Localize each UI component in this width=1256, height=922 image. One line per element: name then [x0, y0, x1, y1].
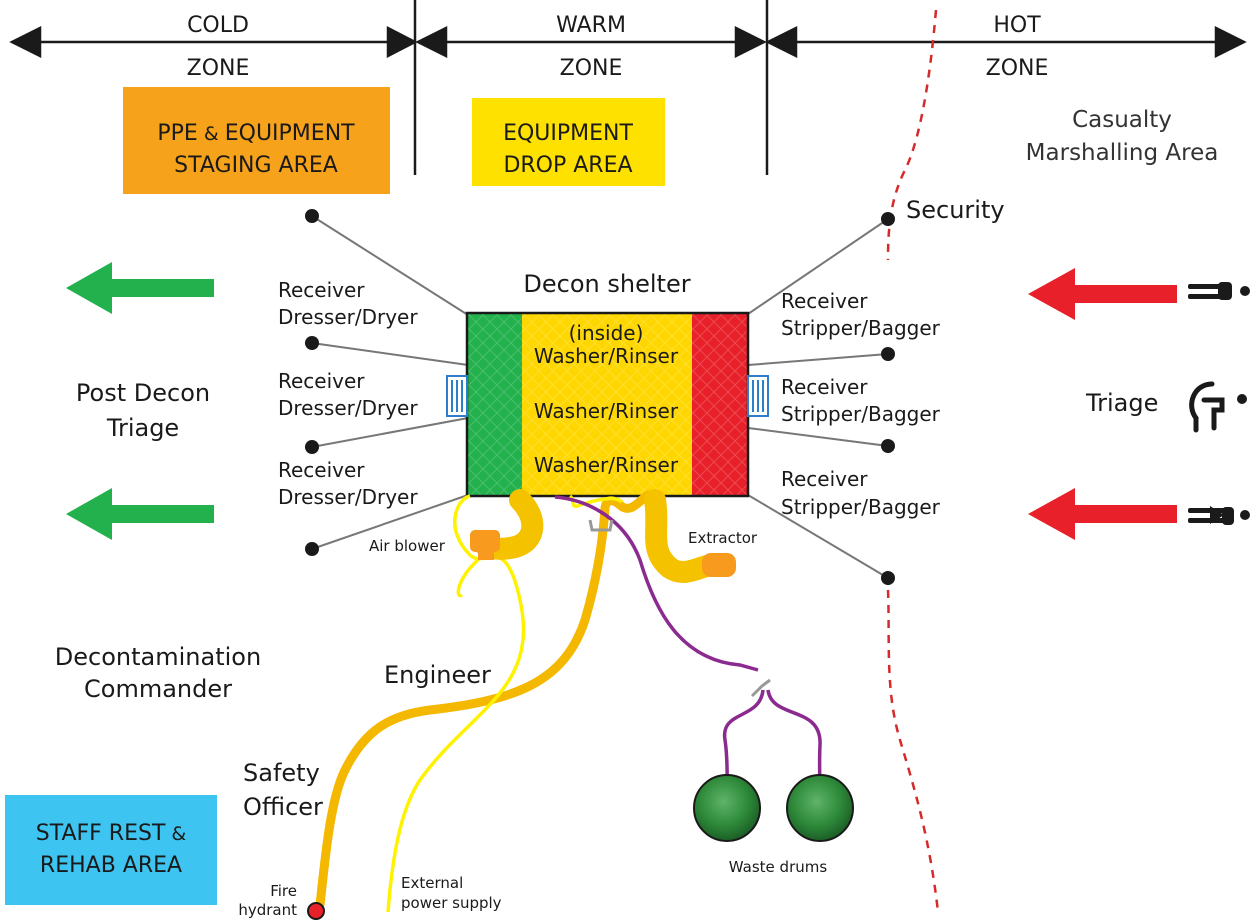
- pipe-connector-icon: [588, 519, 771, 698]
- extractor-duct: [644, 489, 723, 583]
- washer-station-1: Washer/Rinser: [534, 344, 679, 368]
- security-label: Security: [906, 196, 1005, 224]
- station-dots: [305, 209, 895, 585]
- right-receiver-3-line1: Receiver: [781, 467, 868, 491]
- right-receiver-2-line2: Stripper/Bagger: [781, 402, 941, 426]
- post-decon-triage-line2: Triage: [106, 414, 179, 442]
- waste-drum-left: [693, 774, 761, 842]
- staff-rest-area-label-1: STAFF REST &: [36, 821, 187, 846]
- station-dot: [305, 440, 319, 454]
- station-lines: [311, 215, 889, 579]
- left-receiver-2-line2: Dresser/Dryer: [278, 396, 418, 420]
- ppe-staging-area-label-2: STAGING AREA: [174, 153, 338, 178]
- seated-casualty-head-icon: [1237, 394, 1247, 404]
- power-cable: [386, 494, 526, 913]
- engineer-label: Engineer: [384, 661, 491, 689]
- seated-casualty-icon: [1189, 381, 1225, 433]
- cold-zone-label-2: ZONE: [187, 56, 250, 81]
- waste-drums-label: Waste drums: [729, 858, 828, 876]
- fire-hydrant-label-1: Fire: [270, 882, 297, 900]
- stretcher-casualty-icon: [1188, 282, 1250, 300]
- right-receiver-1-line2: Stripper/Bagger: [781, 316, 941, 340]
- left-receiver-3-line2: Dresser/Dryer: [278, 485, 418, 509]
- warm-zone-label-2: ZONE: [560, 56, 623, 81]
- fire-hydrant-label-2: hydrant: [238, 901, 297, 919]
- post-decon-triage-line1: Post Decon: [76, 379, 210, 407]
- ppe-staging-area-label: PPE & EQUIPMENT: [157, 121, 355, 146]
- commander-label-1: Decontamination: [55, 643, 261, 671]
- shelter-door-left: [446, 375, 468, 417]
- station-dot: [305, 542, 319, 556]
- casualty-area-label-1: Casualty: [1072, 107, 1172, 133]
- staff-rest-area-box: [5, 795, 217, 905]
- station-dot: [305, 209, 319, 223]
- safety-officer-label-1: Safety: [243, 759, 320, 787]
- water-hose: [315, 490, 653, 910]
- station-dot: [881, 439, 895, 453]
- right-receiver-2-line1: Receiver: [781, 375, 868, 399]
- fire-hydrant-icon: [307, 902, 325, 920]
- warm-zone-label-1: WARM: [556, 13, 626, 38]
- air-blower-icon: [470, 530, 500, 560]
- power-supply-label-1: External: [401, 874, 463, 892]
- power-supply-label-2: power supply: [401, 894, 502, 912]
- cold-zone-label-1: COLD: [187, 13, 249, 38]
- ppe-staging-area-box: [123, 87, 390, 194]
- waste-drum-right: [786, 774, 854, 842]
- station-dot: [881, 347, 895, 361]
- station-dot: [881, 571, 895, 585]
- extractor-icon: [702, 553, 736, 577]
- left-receiver-1-line2: Dresser/Dryer: [278, 305, 418, 329]
- extractor-label: Extractor: [688, 529, 758, 547]
- equipment-drop-area-label-1: EQUIPMENT: [503, 121, 633, 146]
- commander-label-2: Commander: [84, 675, 232, 703]
- decon-shelter: [446, 311, 769, 498]
- staff-rest-area-label-2: REHAB AREA: [40, 853, 182, 878]
- waste-pipe: [554, 495, 759, 672]
- shelter-door-right: [747, 375, 769, 417]
- washer-station-3: Washer/Rinser: [534, 453, 679, 477]
- entry-arrow-bottom: [1028, 488, 1177, 540]
- hot-zone-boundary-lower: [886, 589, 940, 913]
- station-dot: [305, 336, 319, 350]
- stretcher-casualty-icon: [1188, 506, 1250, 525]
- hot-zone-label-2: ZONE: [986, 56, 1049, 81]
- triage-label: Triage: [1085, 389, 1158, 417]
- right-receiver-1-line1: Receiver: [781, 289, 868, 313]
- casualty-area-label-2: Marshalling Area: [1026, 140, 1219, 166]
- station-dot: [881, 212, 895, 226]
- air-blower-label: Air blower: [369, 537, 446, 555]
- exit-arrow-top: [66, 262, 214, 314]
- entry-arrow-top: [1028, 268, 1177, 320]
- safety-officer-label-2: Officer: [243, 793, 323, 821]
- equipment-drop-area-label-2: DROP AREA: [503, 153, 632, 178]
- shelter-inside-label: (inside): [569, 321, 644, 345]
- left-receiver-3-line1: Receiver: [278, 458, 365, 482]
- zone-arrows: [9, 0, 1247, 175]
- left-receiver-1-line1: Receiver: [278, 278, 365, 302]
- equipment-drop-area-box: [472, 98, 665, 186]
- right-receiver-3-line2: Stripper/Bagger: [781, 495, 941, 519]
- hot-zone-label-1: HOT: [993, 13, 1041, 38]
- left-receiver-2-line1: Receiver: [278, 369, 365, 393]
- exit-arrow-bottom: [66, 488, 214, 540]
- washer-station-2: Washer/Rinser: [534, 399, 679, 423]
- decon-shelter-title: Decon shelter: [523, 270, 690, 298]
